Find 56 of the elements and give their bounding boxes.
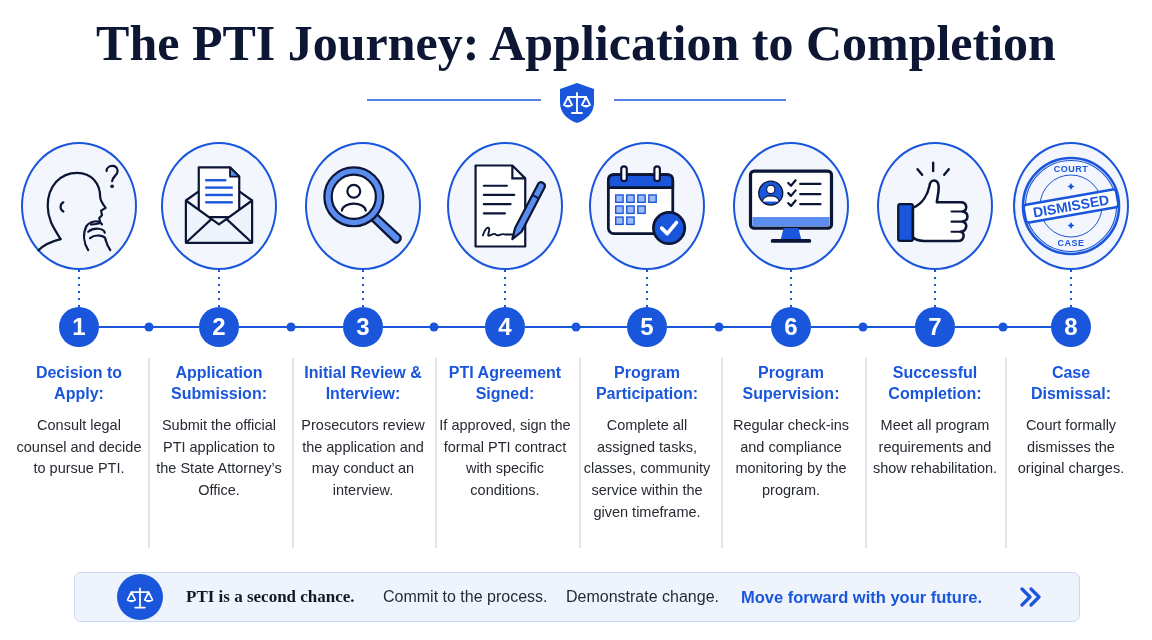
banner (74, 572, 1080, 622)
dotted-connector (934, 269, 936, 308)
step-marker (343, 307, 383, 347)
stamp-text: DISMISSED (1031, 191, 1111, 221)
step-number: 5 (640, 314, 654, 340)
banner-text: Demonstrate change. (566, 587, 719, 607)
step-marker (915, 307, 955, 347)
step-title: Program Participation: (594, 363, 700, 404)
dotted-connector (218, 269, 220, 308)
step-title: PTI Agreement Signed: (447, 363, 563, 404)
step-marker (1051, 307, 1091, 347)
stamp-text: CASE (1057, 238, 1085, 248)
step-number: 2 (212, 314, 226, 340)
step-description: Consult legal counsel and decide to pursue PTI. (15, 416, 143, 479)
step-description: Prosecutors review the application and may conduct an interview. (300, 416, 426, 501)
step-number: 8 (1064, 314, 1078, 340)
step-number: 6 (784, 314, 798, 340)
dotted-connector (362, 269, 364, 308)
banner-text: Commit to the process. (383, 587, 548, 607)
step-description: Court formally dismisses the original charges. (1016, 416, 1126, 479)
step-marker (627, 307, 667, 347)
stamp-text: COURT (1053, 164, 1089, 174)
step-description: Regular check-ins and compliance monitoring by the program. (731, 416, 851, 501)
timeline-line (98, 326, 200, 328)
step-description: Complete all assigned tasks, classes, community service within the given timeframe. (582, 416, 712, 522)
step-title: Successful Completion: (887, 363, 983, 404)
timeline-line (954, 326, 1052, 328)
step-title: Initial Review & Interview: (303, 363, 423, 404)
dotted-connector (78, 269, 80, 308)
dotted-connector (790, 269, 792, 308)
step-number: 1 (72, 314, 86, 340)
step-number: 4 (498, 314, 512, 340)
dotted-connector (646, 269, 648, 308)
step-title: Program Supervision: (741, 363, 841, 404)
call-to-action-text: Move forward with your future. (741, 587, 983, 607)
timeline-line (524, 326, 628, 328)
step-marker (485, 307, 525, 347)
step-marker (199, 307, 239, 347)
slogan-text: PTI is a second chance. (186, 587, 355, 607)
step-number: 3 (356, 314, 370, 340)
dotted-connector (504, 269, 506, 308)
step-title: Decision to Apply: (34, 363, 124, 404)
timeline-line (238, 326, 344, 328)
step-title: Application Submission: (170, 363, 268, 404)
step-description: Submit the official PTI application to the State Attorney’s Office. (155, 416, 283, 501)
timeline-line (810, 326, 916, 328)
step-number: 7 (928, 314, 942, 340)
title: The PTI Journey: Application to Completion (96, 14, 1056, 72)
step-description: Meet all program requirements and show rehabilitation. (871, 416, 999, 479)
step-marker (59, 307, 99, 347)
step-title: Case Dismissal: (1029, 363, 1112, 404)
step-marker (771, 307, 811, 347)
step-description: If approved, sign the formal PTI contract with specific conditions. (439, 416, 571, 501)
timeline-line (666, 326, 772, 328)
dotted-connector (1070, 269, 1072, 308)
timeline-line (382, 326, 486, 328)
